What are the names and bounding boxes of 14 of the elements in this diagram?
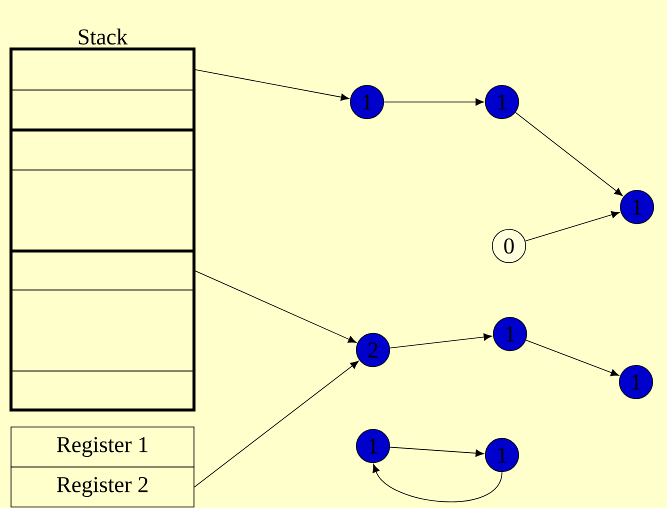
node-label: Stack xyxy=(78,28,128,45)
register-cell: Register 2 xyxy=(10,466,194,508)
arrow xyxy=(194,69,350,101)
stack-box: Stack xyxy=(10,28,196,412)
register-cell: Register 1 xyxy=(10,426,194,468)
arrow xyxy=(194,360,359,488)
arrow xyxy=(390,333,492,348)
arrow xyxy=(372,464,502,502)
arrow xyxy=(384,98,484,106)
arrow xyxy=(524,211,620,242)
arrow xyxy=(390,446,484,457)
arrow xyxy=(194,270,356,343)
arrow xyxy=(526,340,620,376)
arrow xyxy=(515,112,623,196)
